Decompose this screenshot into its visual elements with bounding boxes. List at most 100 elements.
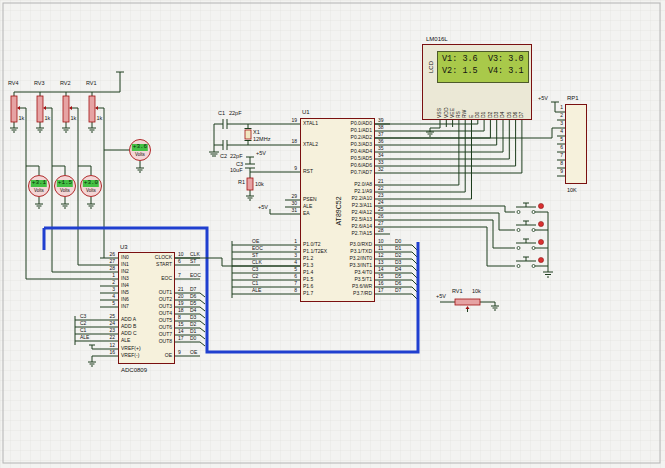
net-label: D0 <box>190 336 196 342</box>
pin-number: 17 <box>178 336 184 342</box>
pin-number: 25 <box>378 207 384 213</box>
pin-number: 24 <box>378 200 384 206</box>
net-label: D3 <box>190 315 196 321</box>
component-label: +5V <box>538 95 548 101</box>
part-value: LM016L <box>426 36 448 43</box>
pin-name: IN7 <box>121 304 129 310</box>
net-label: CLK <box>190 252 200 258</box>
switch-contact <box>517 211 520 214</box>
net-label: EOC <box>190 273 201 279</box>
net-label: C2 <box>80 321 86 327</box>
signal-wire <box>375 120 478 124</box>
p1-net-wires <box>232 241 285 298</box>
control-wires <box>390 120 472 199</box>
pin-number: 13 <box>378 260 384 266</box>
pin-number: 28 <box>109 266 115 272</box>
pin-name: XTAL1 <box>303 121 318 127</box>
pin-stubs <box>175 258 200 356</box>
pin-number: 35 <box>378 146 384 152</box>
pin-name: E <box>469 115 475 118</box>
net-label: D1 <box>395 246 401 252</box>
net-label: D4 <box>190 308 196 314</box>
button-symbols <box>516 203 553 277</box>
pin-number: 14 <box>378 267 384 273</box>
pin-name: P0.3/AD3 <box>351 142 372 148</box>
voltmeter: +3.0Volts <box>80 175 102 197</box>
pin-number: 10 <box>378 239 384 245</box>
pin-name: P2.3/A11 <box>352 203 372 209</box>
potentiometer-symbol <box>11 96 17 122</box>
pin-name: P3.0/RXD <box>350 242 372 248</box>
pin-name: P2.0/A8 <box>354 182 372 188</box>
pin-number: 7 <box>560 153 563 159</box>
pin-number: 6 <box>294 274 297 280</box>
pin-name: OUT8 <box>159 339 172 345</box>
part-label: U3 <box>120 244 128 251</box>
pin-number: 8 <box>294 288 297 294</box>
pin-name: P0.7/AD7 <box>351 170 372 176</box>
wiper-arrow <box>43 106 46 110</box>
pin-name: P2.1/A9 <box>354 189 372 195</box>
net-label: C3 <box>252 267 258 273</box>
switch-contact <box>532 211 535 214</box>
switch-indicator <box>538 239 543 244</box>
pin-number: 7 <box>294 281 297 287</box>
pin-number: 31 <box>291 208 297 214</box>
voltmeter: +1.5Volts <box>54 175 76 197</box>
pin-number: 15 <box>178 322 184 328</box>
pin-name: OUT1 <box>159 290 172 296</box>
meter-reading: +1.5 <box>57 180 73 187</box>
pin-name: VSS <box>437 108 443 118</box>
adc-address-wires <box>75 316 100 345</box>
net-label: ST <box>252 253 258 259</box>
switch-indicator <box>538 257 543 262</box>
pin-number: 8 <box>560 161 563 167</box>
component-label: RV4 <box>8 80 19 86</box>
ea-wire <box>270 209 285 214</box>
pin-name: XTAL2 <box>303 142 318 148</box>
pin-name: OUT5 <box>159 318 172 324</box>
component-label: 1k <box>71 115 77 121</box>
potentiometer-symbol <box>89 96 95 122</box>
pin-number: 9 <box>178 350 181 356</box>
pin-name: IN6 <box>121 297 129 303</box>
net-label: D0 <box>395 239 401 245</box>
pin-number: 17 <box>378 288 384 294</box>
resistor-pack: RP110K <box>565 104 587 184</box>
pin-number: 2 <box>112 280 115 286</box>
pin-number: 26 <box>378 214 384 220</box>
meter-unit: Volts <box>60 189 70 194</box>
pin-number: 38 <box>378 125 384 131</box>
pin-name: P0.0/AD0 <box>351 121 372 127</box>
pin-number: 23 <box>109 328 115 334</box>
pin-name: ADD A <box>121 317 136 323</box>
component-label: 1k <box>45 115 51 121</box>
pin-number: 2 <box>294 246 297 252</box>
pin-number: 36 <box>378 139 384 145</box>
part-label: RP1 <box>567 95 579 102</box>
pin-name: D0 <box>475 112 481 118</box>
pin-name: P1.7 <box>303 291 313 297</box>
pin-number: 15 <box>378 274 384 280</box>
sheet-frame <box>3 3 660 463</box>
pin-number: 11 <box>378 246 383 252</box>
pin-name: OUT7 <box>159 332 172 338</box>
resistor-pack-wires <box>551 102 565 176</box>
component-label: 10uF <box>230 167 243 173</box>
pin-name: PSEN <box>303 197 317 203</box>
pin-name: P2.6/A14 <box>351 224 372 230</box>
part-value: ADC0809 <box>121 367 147 374</box>
meter-unit: Volts <box>135 153 145 158</box>
pin-number: 12 <box>109 343 115 349</box>
pin-name: P0.5/AD5 <box>351 156 372 162</box>
pin-name: ADD C <box>121 331 137 337</box>
lcd-line: V1: 3.6 V3: 3.0 <box>442 55 524 64</box>
net-label: C1 <box>80 328 86 334</box>
pin-name: VDD <box>444 107 450 118</box>
pin-name: START <box>156 262 172 268</box>
pin-number: 29 <box>291 194 297 200</box>
switch-contact <box>532 265 535 268</box>
pin-name: IN5 <box>121 290 129 296</box>
net-label: D5 <box>395 274 401 280</box>
pin-number: 30 <box>291 201 297 207</box>
